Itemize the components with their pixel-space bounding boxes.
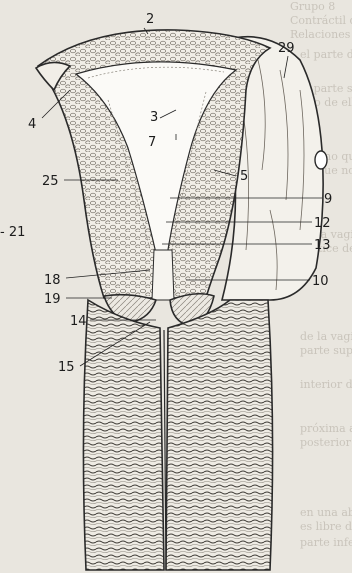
label-7: 7 (148, 135, 156, 150)
ghost-line: el parte del cuerpo (300, 48, 352, 61)
ghost-line: interior de los (300, 378, 352, 391)
ghost-line: en una abertura (300, 506, 352, 519)
ghost-line: parte inferior del (300, 536, 352, 549)
label-3: 3 (150, 110, 158, 125)
label-10: 10 (312, 274, 329, 289)
ghost-line: Contráctil de los músculos (290, 14, 352, 27)
cervical-canal (152, 250, 174, 300)
ghost-line: Grupo 8 (290, 0, 335, 13)
label-9: 9 (324, 192, 332, 207)
ghost-line: próxima a (300, 422, 352, 435)
vagina-left-wall (83, 300, 164, 570)
label-13: 13 (314, 238, 331, 253)
ghost-line: posterior (300, 436, 352, 449)
label-25: 25 (42, 174, 59, 189)
ghost-line: de la vagina (300, 330, 352, 343)
ghost-line: parte superior (300, 344, 352, 357)
label-2: 2 (146, 12, 154, 27)
ghost-line: Relaciones del cuello (290, 28, 352, 41)
label-18: 18 (44, 273, 61, 288)
tube-opening (315, 151, 327, 169)
vagina-right-wall (166, 300, 273, 570)
label-15: 15 (58, 360, 75, 375)
label-4: 4 (28, 117, 36, 132)
label-19: 19 (44, 292, 61, 307)
label-5: 5 (240, 169, 248, 184)
label-21: - 21 (0, 225, 25, 240)
label-29: 29 (278, 41, 295, 56)
label-14: 14 (70, 314, 87, 329)
label-12: 12 (314, 216, 331, 231)
vagina-midline (164, 330, 166, 570)
ghost-line: es libre de la (300, 520, 352, 533)
